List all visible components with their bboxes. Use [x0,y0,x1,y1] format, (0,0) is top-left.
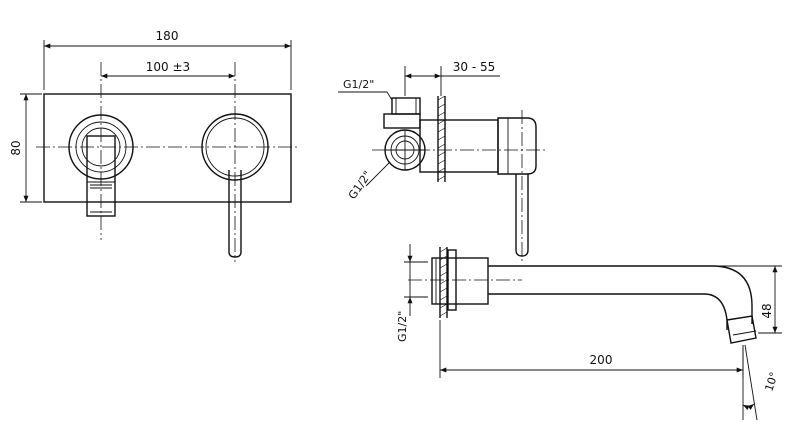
inlet-diag-callout: G1/2" [346,161,391,202]
spout [431,257,757,344]
depth-label: 30 - 55 [453,60,496,74]
spout-height-label: 48 [760,303,774,318]
inlet-spout-callout: G1/2" [396,244,428,342]
side-view: 30 - 55 G1/2" G1/2" [338,60,782,421]
dimension-spacing: 100 ±3 [101,60,235,79]
inlet-top-callout: G1/2" [338,78,393,101]
spout-outlet [68,114,134,217]
inlet-diag-label: G1/2" [346,169,375,202]
dimension-height: 80 [9,93,42,203]
mixer-handle [201,113,269,258]
width-label: 180 [156,29,179,43]
projection-label: 200 [590,353,613,367]
dimension-width: 180 [43,29,292,90]
wall-section-upper [437,95,446,182]
dimension-angle: 10° [742,344,781,421]
mixer-body [383,97,537,257]
inlet-spout-label: G1/2" [396,311,409,342]
wall-plate [43,93,292,203]
dimension-projection: 200 [439,320,744,378]
angle-label: 10° [762,370,780,393]
dimension-spout-height: 48 [714,265,782,334]
spacing-label: 100 ±3 [146,60,190,74]
height-label: 80 [9,140,23,155]
dimension-depth: 30 - 55 [404,60,500,96]
inlet-top-label: G1/2" [343,78,374,91]
front-view: 180 100 ±3 80 [9,29,300,262]
wall-section-lower [439,247,457,318]
